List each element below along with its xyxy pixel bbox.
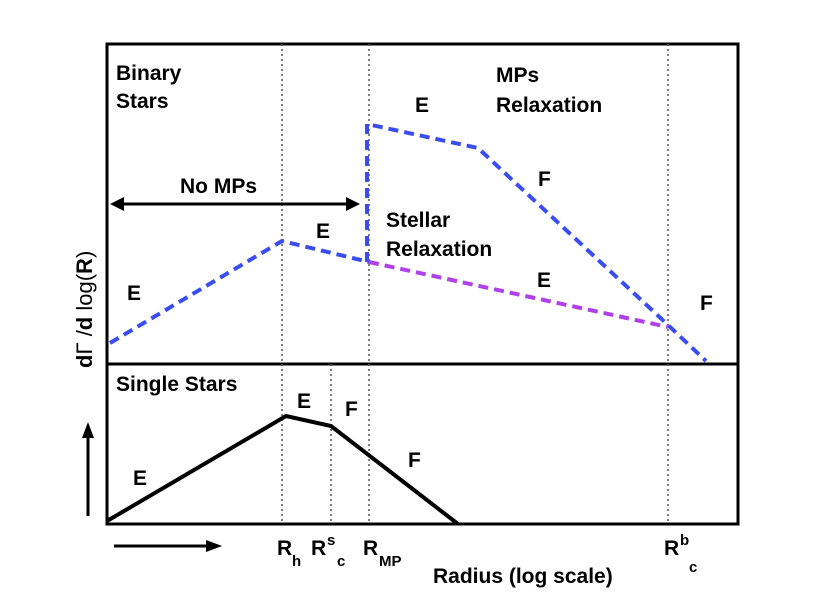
segment-label: E [316, 220, 330, 243]
svg-text:R: R [363, 537, 378, 560]
svg-text:c: c [337, 553, 345, 570]
ylabel-d2: d [72, 317, 97, 330]
x-axis-arrow [114, 540, 222, 552]
single-stars-title: Single Stars [116, 373, 237, 396]
tick-rh: R h [277, 537, 301, 570]
segment-label: F [408, 449, 421, 472]
no-mps-label: No MPs [180, 175, 257, 198]
ylabel-slash: / [72, 329, 97, 342]
single-stars-curve [105, 413, 460, 526]
ylabel-r: R [72, 258, 97, 274]
segment-label: F [538, 168, 551, 191]
ylabel-close: ) [72, 251, 97, 258]
svg-text:MP: MP [379, 553, 402, 570]
mps-relaxation-curve [365, 121, 708, 363]
svg-text:s: s [327, 532, 335, 549]
ylabel-log: log( [72, 273, 97, 316]
stellar-relaxation-label-line1: Stellar [386, 209, 450, 232]
stellar-relaxation-curve [368, 260, 669, 329]
svg-text:R: R [277, 537, 292, 560]
segment-label: E [537, 269, 551, 292]
tick-rmp: R MP [363, 537, 402, 570]
segment-label: F [345, 398, 358, 421]
svg-text:c: c [689, 559, 697, 576]
vertical-guides [281, 44, 669, 524]
mps-relaxation-label-line1: MPs [496, 64, 539, 87]
svg-text:R: R [311, 537, 326, 560]
ylabel-d1: d [72, 355, 97, 368]
y-axis-arrow [82, 422, 94, 516]
binary-curve-left [108, 238, 370, 345]
tick-rsc: R s c [311, 532, 345, 570]
svg-text:b: b [680, 532, 689, 549]
x-axis-label: Radius (log scale) [433, 565, 613, 588]
binary-stars-title-line2: Stars [116, 90, 169, 113]
binary-stars-title-line1: Binary [116, 62, 182, 85]
bottom-panel-frame [105, 362, 740, 526]
stellar-relaxation-label-line2: Relaxation [386, 238, 492, 261]
segment-label: E [133, 467, 147, 490]
segment-label: E [415, 94, 429, 117]
tick-rbc: R b c [664, 532, 697, 576]
segment-label: E [297, 390, 311, 413]
segment-label: E [127, 282, 141, 305]
svg-text:h: h [292, 553, 301, 570]
ylabel-gamma: Γ [72, 342, 97, 354]
svg-text:R: R [664, 537, 679, 560]
mps-relaxation-label-line2: Relaxation [496, 94, 602, 117]
y-axis-label: dΓ /d log(R) [72, 251, 97, 368]
no-mps-arrow [110, 197, 360, 211]
segment-label: F [700, 292, 713, 315]
